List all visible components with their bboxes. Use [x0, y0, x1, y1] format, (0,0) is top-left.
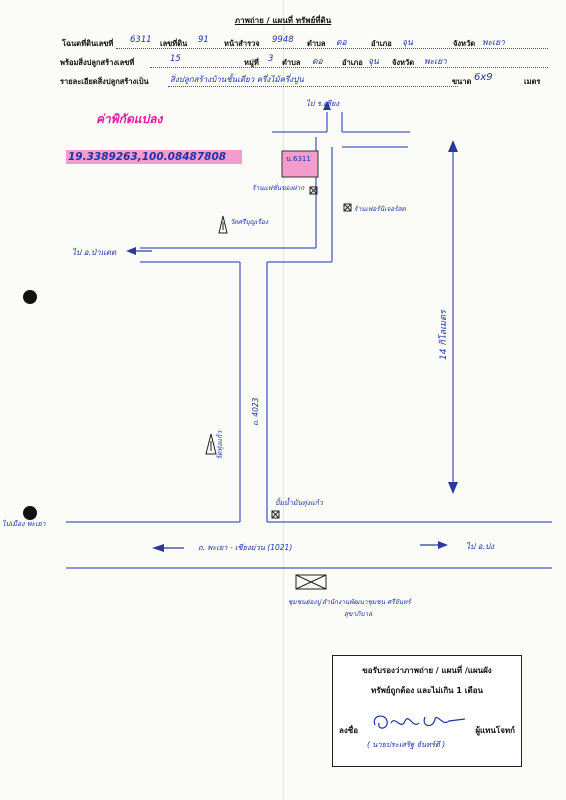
value-province-2: พะเยา — [424, 57, 447, 67]
arrow-heads — [126, 101, 458, 552]
value-size: 6x9 — [474, 72, 493, 83]
cert-sign-label: ลงชื่อ — [339, 726, 359, 735]
label-district-2: อำเภอ — [342, 58, 363, 67]
left-edge-label: ไปเมือง พะเยา — [2, 519, 47, 528]
label-meters: เมตร — [524, 77, 541, 86]
punch-hole — [23, 506, 37, 520]
cert-line1: ขอรับรองว่าภาพถ่าย / แผนที่ /แผนผัง — [362, 666, 492, 675]
cert-role: ผู้แทนโจทก์ — [475, 726, 515, 735]
label-survey-page: หน้าสำรวจ — [224, 39, 260, 48]
shop-markers — [271, 186, 352, 590]
value-survey-page: 9948 — [272, 35, 294, 45]
value-building-detail: สิ่งปลูกสร้างบ้านชั้นเดียว ครึ่งไม้ครึ่ง… — [170, 75, 304, 84]
label-district: อำเภอ — [371, 39, 392, 48]
document-title: ภาพถ่าย / แผนที่ ทรัพย์ที่ดิน — [234, 16, 332, 25]
label-temple2: วัดทุ่งแก้ว — [216, 430, 224, 460]
label-distance: 14 กิโลเมตร — [437, 309, 449, 360]
label-subdistrict-2: ตำบล — [282, 58, 301, 67]
value-subdistrict-2: ดอ — [312, 57, 323, 67]
label-shop-right: ร้านเฟอร์นิเจอร์สด — [354, 205, 407, 213]
page-fold — [283, 0, 284, 800]
handwritten-signature — [373, 715, 466, 729]
label-province-2: จังหวัด — [392, 58, 415, 67]
dotted-line — [168, 86, 458, 87]
value-province: พะเยา — [482, 38, 505, 48]
label-main-road: ถ. พะเยา - เชียงม่วน (1021) — [198, 543, 292, 552]
label-bottom-place3: สุขาภิบาล — [344, 610, 373, 618]
label-building-no: พร้อมสิ่งปลูกสร้างเลขที่ — [60, 58, 135, 67]
label-bottom-place2: สำนักงานพัฒนาชุมชน ศรีจันทร์ — [322, 598, 413, 606]
pointer-lines — [136, 250, 438, 549]
dotted-line — [150, 67, 548, 68]
label-deed-no: โฉนดที่ดินเลขที่ — [62, 39, 114, 48]
value-land-no: 91 — [198, 35, 209, 45]
land-parcel — [281, 150, 319, 178]
value-district: จุน — [402, 38, 413, 48]
label-bottom-place1: ชุมชนฮ่องปู — [288, 598, 322, 606]
dotted-line — [116, 48, 548, 49]
cert-line2: ทรัพย์ถูกต้อง และไม่เกิน 1 เดือน — [371, 686, 483, 695]
value-building-no: 15 — [170, 54, 181, 64]
label-road-vertical: ถ. 4023 — [251, 397, 260, 426]
label-to-bottom-left: ไปเมือง พะเยา — [2, 519, 47, 528]
punch-hole — [23, 290, 37, 304]
label-land-no: เลขที่ดิน — [160, 39, 188, 48]
label-moo: หมู่ที่ — [244, 58, 259, 67]
coordinate-value: 19.3389263,100.08487808 — [66, 150, 242, 164]
value-deed-no: 6311 — [130, 35, 152, 45]
map-labels: ไป ร.เชียง ไป อ.ป่าแดด ไป อ.ปง ร้านแฟชั่… — [72, 99, 495, 618]
land-parcel-label: น.6311 — [286, 155, 311, 163]
label-to-right: ไป อ.ปง — [466, 541, 495, 551]
label-province: จังหวัด — [453, 39, 476, 48]
label-building-detail: รายละเอียดสิ่งปลูกสร้างเป็น — [60, 77, 149, 86]
label-to-left: ไป อ.ป่าแดด — [72, 247, 117, 257]
temple-markers — [205, 215, 228, 455]
label-size: ขนาด — [452, 77, 472, 86]
value-district-2: จุน — [368, 57, 379, 67]
label-to-top: ไป ร.เชียง — [306, 99, 340, 108]
label-shop-left: ร้านแฟชั่นของฝาก — [252, 183, 305, 192]
certification-box: ขอรับรองว่าภาพถ่าย / แผนที่ /แผนผัง ทรัพ… — [332, 655, 522, 767]
label-temple1: วัดศรีบุญเรือง — [230, 218, 269, 226]
label-junction: ปั้มน้ำมันทุ่งแก้ว — [275, 497, 324, 507]
cert-signer-name: ( นายประเสริฐ จันทร์ดี ) — [367, 740, 446, 749]
coordinate-title: ค่าพิกัดแปลง — [96, 112, 163, 126]
label-subdistrict: ตำบล — [307, 39, 326, 48]
value-moo: 3 — [268, 54, 274, 64]
value-subdistrict: ดอ — [336, 38, 347, 48]
